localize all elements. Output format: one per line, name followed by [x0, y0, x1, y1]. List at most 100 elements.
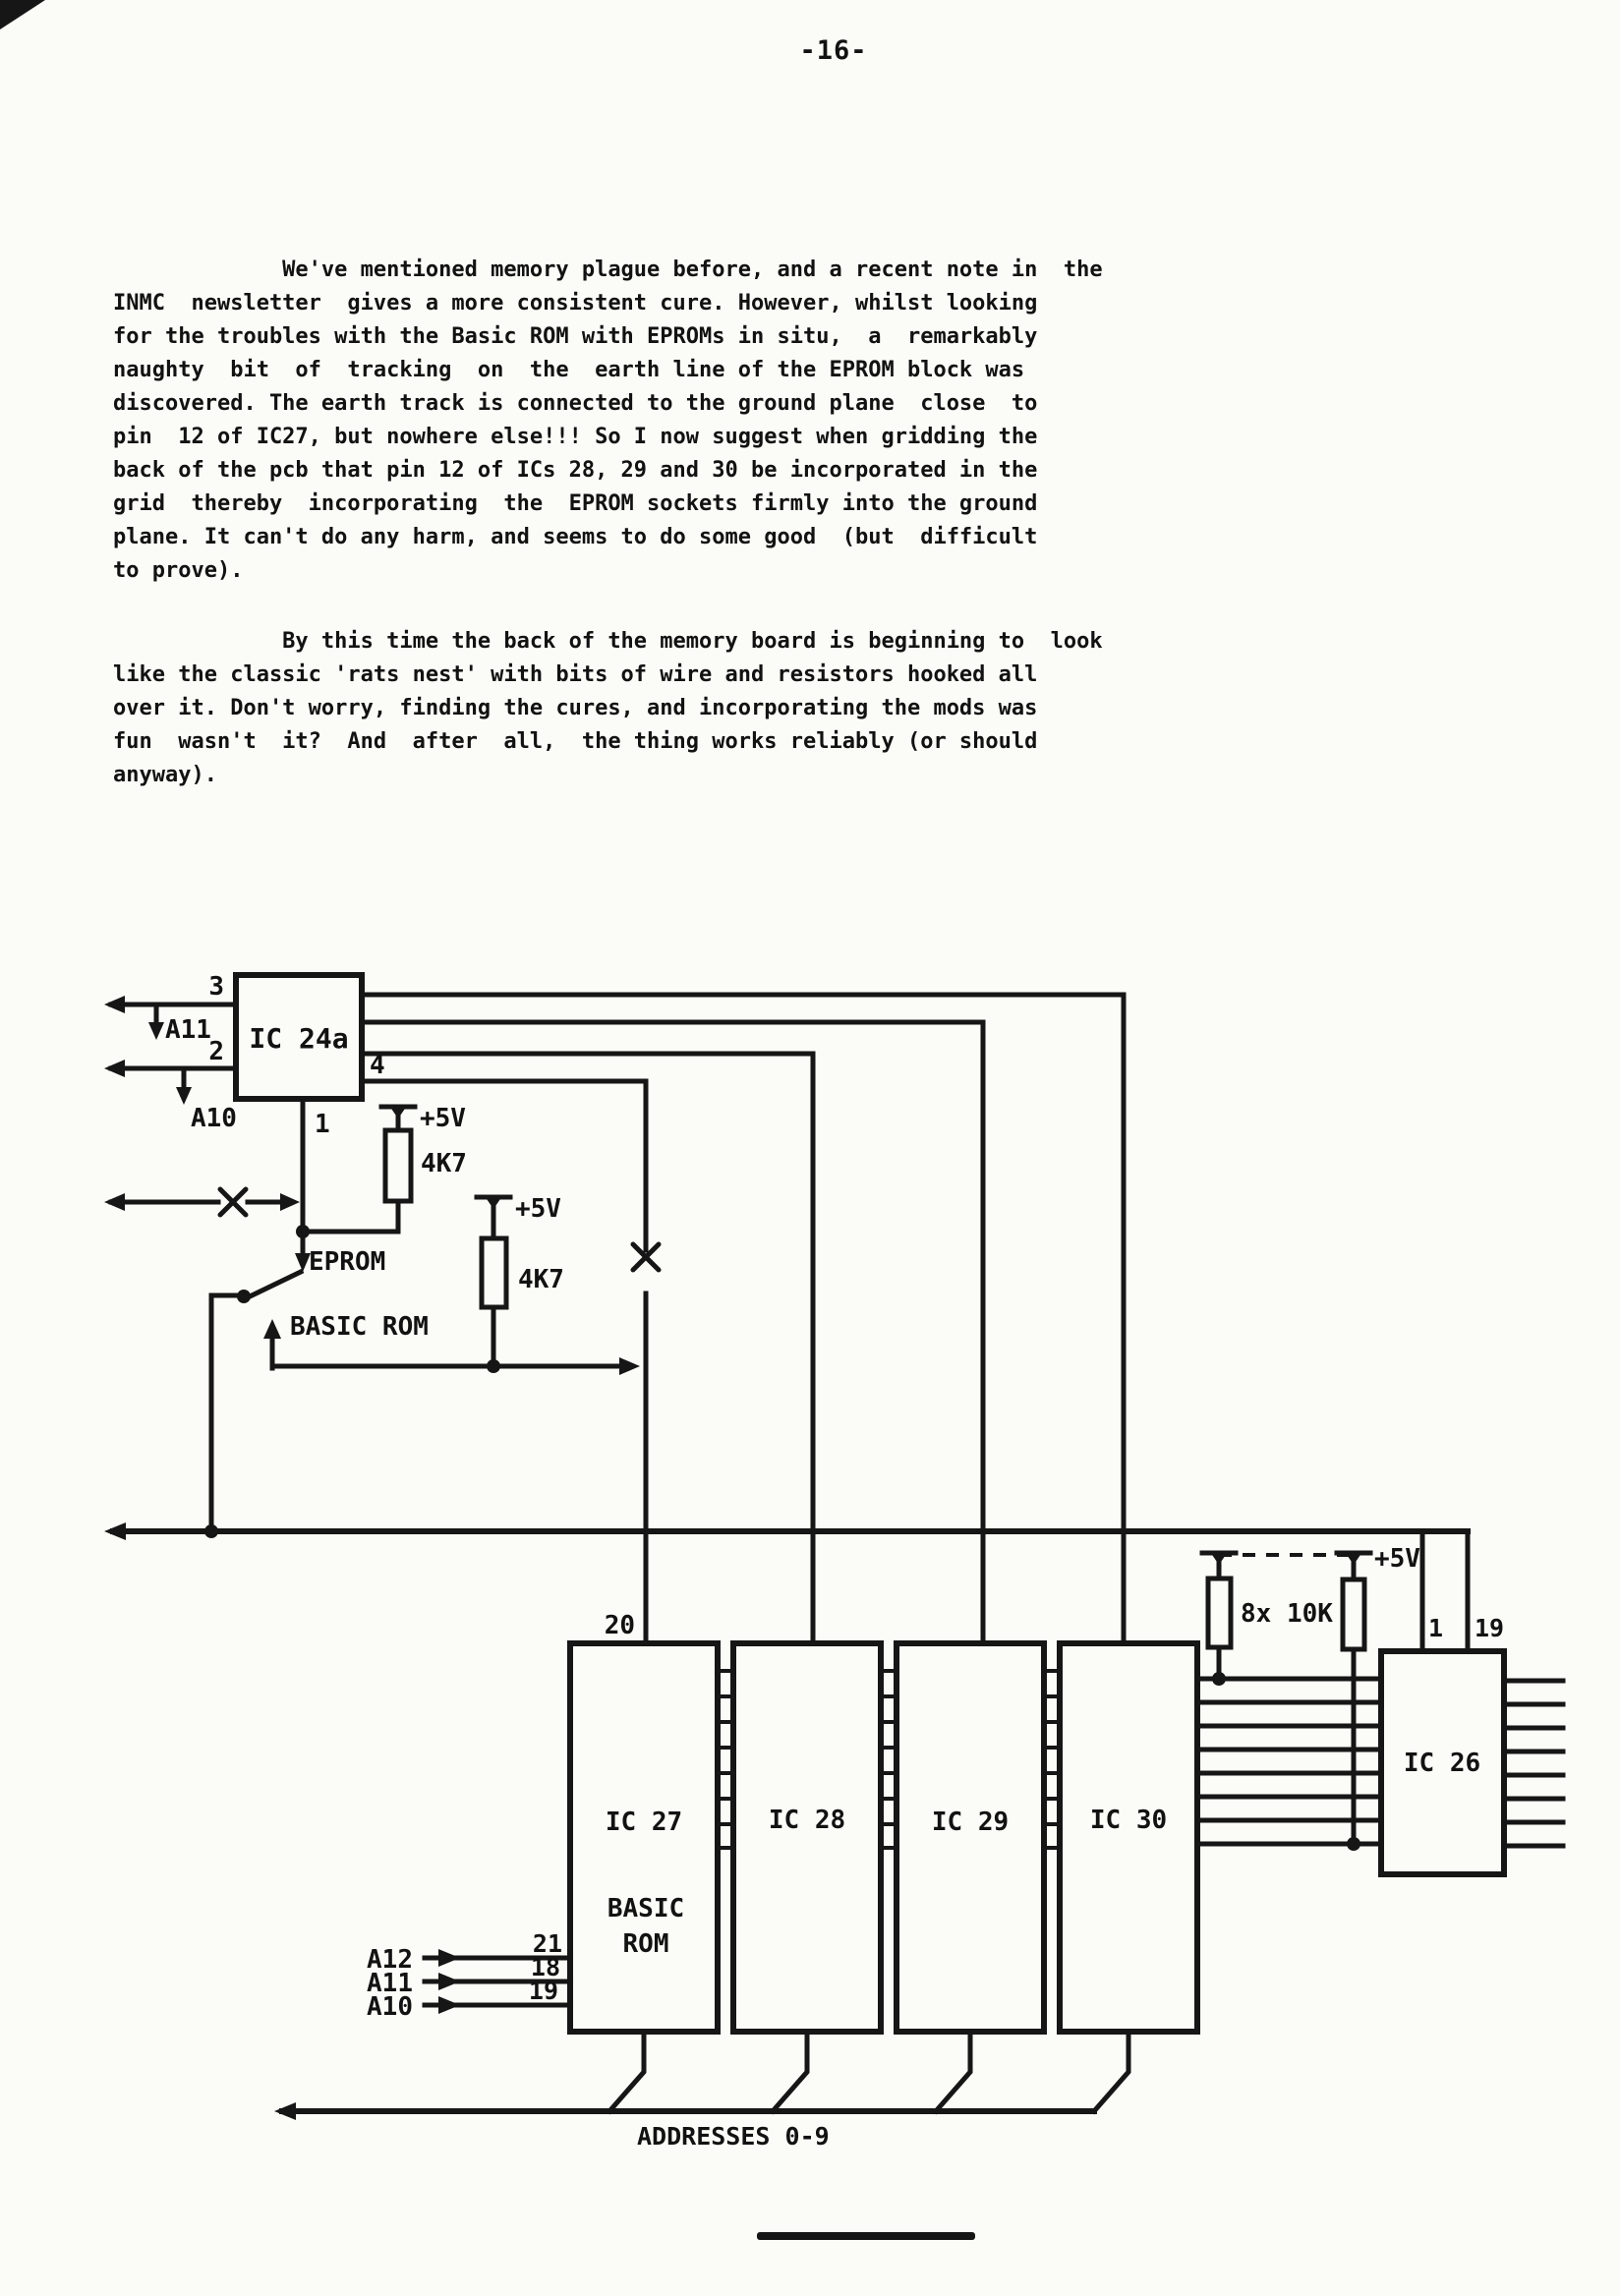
cut-x-icon [630, 1241, 662, 1273]
ic28-box [730, 1640, 884, 2035]
text-line: naughty bit of tracking on the earth lin… [113, 358, 1025, 382]
ic26-pin1-label: 1 [1428, 1614, 1443, 1642]
a10-label: A10 [191, 1104, 237, 1133]
cut-x-icon [217, 1186, 249, 1218]
ic29-addr-lead [932, 2029, 973, 2115]
text-line: discovered. The earth track is connected… [113, 391, 1038, 416]
wire-select-ic28 [359, 1051, 816, 1646]
a11-label: A11 [165, 1015, 211, 1045]
ic29-box [894, 1640, 1047, 2035]
socket-ladder [881, 1669, 897, 1850]
wire-select-ic27-upper [359, 1078, 649, 1253]
rail-label: +5V [515, 1194, 561, 1224]
ic24a-section: IC 24a A11 3 A10 2 4 1 [104, 972, 1127, 1646]
address-inputs: A12 A11 A10 21 18 19 [367, 1929, 573, 2022]
arrow-down-icon [148, 1022, 164, 1040]
ic30-label: IC 30 [1090, 1806, 1167, 1835]
paragraph-memory-plague: We've mentioned memory plague before, an… [113, 254, 1194, 588]
ic24a-pin2: 2 [208, 1037, 224, 1066]
arrow-down-icon [176, 1087, 192, 1105]
socket-ladder [718, 1669, 733, 1850]
arrow-left-icon [104, 996, 125, 1013]
switch-pos-eprom: EPROM [309, 1247, 385, 1277]
ic30-addr-lead [1090, 2029, 1131, 2115]
arrow-left-icon [104, 1522, 126, 1540]
text-line: By this time the back of the memory boar… [113, 629, 1103, 654]
a12-label: A12 [367, 1945, 413, 1975]
rail-label: +5V [420, 1104, 466, 1133]
text-line: INMC newsletter gives a more consistent … [113, 291, 1038, 316]
text-line: to prove). [113, 558, 244, 583]
ic26-pin19-label: 19 [1475, 1614, 1504, 1642]
text-line: fun wasn't it? And after all, the thing … [113, 729, 1038, 754]
arrow-right-icon [438, 1973, 460, 1990]
resistor-value: 4K7 [421, 1149, 467, 1178]
page-number: -16- [799, 35, 868, 66]
ic28-addr-lead [769, 2029, 810, 2115]
ic24a-pin3: 3 [208, 972, 224, 1002]
text-line: for the troubles with the Basic ROM with… [113, 324, 1038, 349]
ic30-box [1057, 1640, 1200, 2035]
resistor-value: 4K7 [518, 1265, 564, 1294]
arrow-right-icon [438, 1949, 460, 1967]
resistor-body [1340, 1577, 1367, 1652]
arrow-right-icon [619, 1357, 640, 1375]
rom-bank: 20 IC 27 BASIC ROM IC 28 IC 29 IC 30 [567, 1611, 1200, 2035]
stem-link [300, 1198, 401, 1234]
a10-label: A10 [367, 1992, 413, 2022]
data-bus [1194, 1676, 1384, 1847]
arrow-down-icon [295, 1253, 311, 1272]
ic24a-pin4: 4 [370, 1051, 385, 1080]
junction-dot [296, 1225, 310, 1238]
ic24a-label: IC 24a [249, 1022, 348, 1055]
ic26-box [1378, 1648, 1507, 1877]
ic27-box [567, 1640, 721, 2035]
paragraph-rats-nest: By this time the back of the memory boar… [113, 625, 1194, 792]
rail-label: +5V [1374, 1544, 1420, 1574]
ic27-label: IC 27 [606, 1808, 682, 1837]
ic24a-pin1: 1 [315, 1110, 330, 1139]
resistor-body [382, 1127, 414, 1204]
ic26-section: IC 26 [1378, 1648, 1566, 1877]
arrow-right-icon [438, 1996, 460, 2014]
arrow-left-icon [104, 1060, 125, 1077]
ic27-basic-label: BASIC [608, 1894, 684, 1923]
pin21-label: 21 [533, 1929, 562, 1958]
resistor-body [479, 1235, 509, 1310]
a11-label: A11 [367, 1969, 413, 1998]
socket-ladder [1044, 1669, 1060, 1850]
address-bus-label: ADDRESSES 0-9 [637, 2122, 830, 2151]
ic26-label: IC 26 [1404, 1749, 1480, 1778]
switch-pos-basic: BASIC ROM [290, 1312, 429, 1342]
pullup-resistor-1: +5V 4K7 [296, 1104, 467, 1238]
bus-wires [1194, 1676, 1384, 1847]
arrow-left-icon [274, 2102, 296, 2120]
arrow-up-icon [263, 1319, 281, 1339]
ic28-label: IC 28 [769, 1806, 845, 1835]
text-line: back of the pcb that pin 12 of ICs 28, 2… [113, 458, 1038, 483]
arrow-left-icon [104, 1193, 125, 1211]
wire-select-ic29 [359, 1019, 986, 1646]
switch-blade [242, 1268, 305, 1302]
pin19-label: 19 [529, 1977, 558, 2005]
text-line: plane. It can't do any harm, and seems t… [113, 525, 1038, 549]
pack-value: 8x 10K [1241, 1599, 1333, 1629]
wire-select-ic30 [359, 992, 1127, 1646]
rom-select-switch: EPROM BASIC ROM [208, 1247, 640, 1534]
text-line: like the classic 'rats nest' with bits o… [113, 662, 1038, 687]
pullup-resistor-2: +5V 4K7 [474, 1194, 564, 1369]
wire-switch-to-ground [208, 1292, 247, 1534]
pullup-pack-8x10k: +5V 8x 10K [1199, 1544, 1420, 1851]
cut-track-left [104, 1186, 300, 1218]
ic27-addr-lead [606, 2029, 647, 2115]
text-line: grid thereby incorporating the EPROM soc… [113, 491, 1038, 516]
text-line: over it. Don't worry, finding the cures,… [113, 696, 1038, 720]
text-line: anyway). [113, 763, 217, 787]
ground-line: 1 19 [104, 1522, 1504, 1654]
address-bus: ADDRESSES 0-9 [274, 2029, 1131, 2151]
bottom-divider [757, 2232, 975, 2240]
ic27-pin20-label: 20 [605, 1611, 635, 1640]
arrow-right-icon [280, 1193, 300, 1211]
